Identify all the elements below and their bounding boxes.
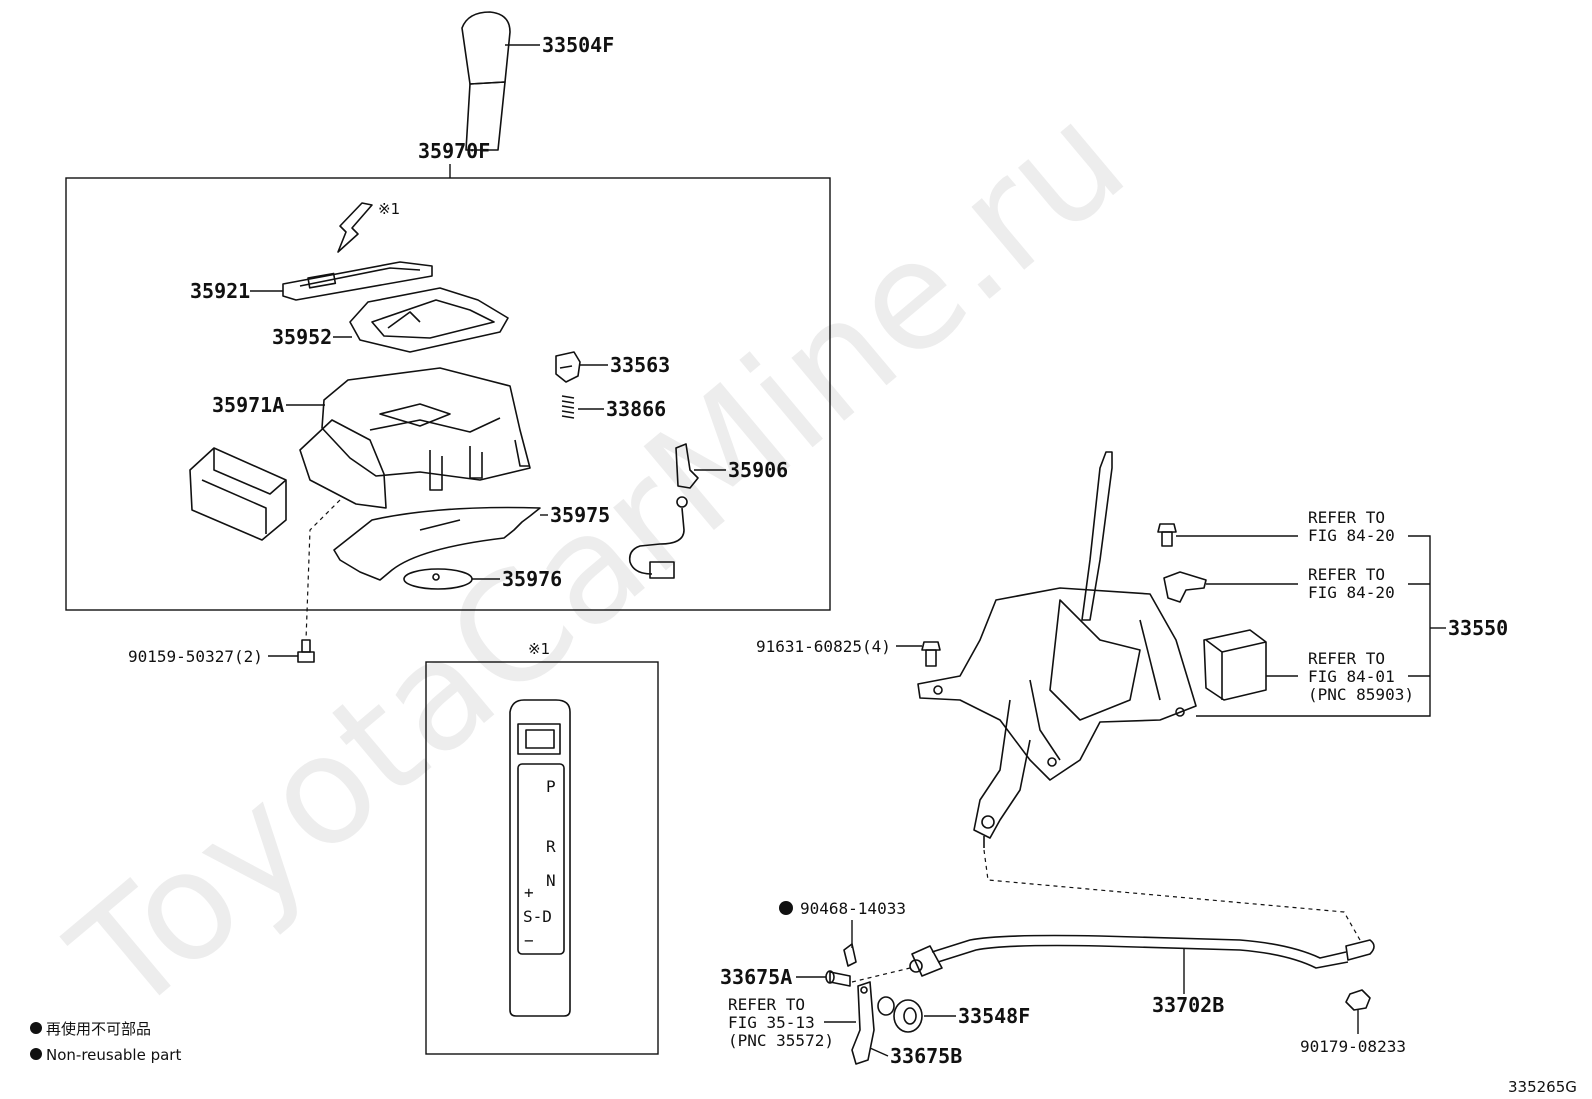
callout-35970F: 35970F xyxy=(418,139,490,163)
reference-3-line2: FIG 84-01 xyxy=(1308,667,1395,686)
diagram-code: 335265G xyxy=(1508,1078,1577,1096)
side-cover-drawing xyxy=(189,447,287,541)
callout-35971A: 35971A xyxy=(212,393,284,417)
control-module-drawing xyxy=(1203,629,1267,701)
watermark: ToyotaCarMine.ru xyxy=(41,72,1157,1048)
wire-harness-drawing xyxy=(628,496,688,579)
callout-33702B: 33702B xyxy=(1152,993,1224,1017)
legend-line-1: 再使用不可部品 xyxy=(46,1020,151,1038)
shift-lever-housing-drawing xyxy=(299,367,531,509)
callout-33550: 33550 xyxy=(1448,616,1508,640)
shift-knob-drawing xyxy=(461,11,511,151)
gear-plus: + xyxy=(524,883,534,902)
callout-90159-50327: 90159-50327(2) xyxy=(128,647,263,666)
bushing-drawing xyxy=(877,996,923,1033)
gear-p: P xyxy=(546,777,556,796)
gear-n: N xyxy=(546,871,556,890)
bolt-ref-1-drawing xyxy=(1157,523,1177,547)
callout-90179-08233: 90179-08233 xyxy=(1300,1037,1406,1056)
callout-35976: 35976 xyxy=(502,567,562,591)
gear-sd: S-D xyxy=(523,907,552,926)
non-reusable-dot-90468 xyxy=(779,901,793,915)
reference-4-line3: (PNC 35572) xyxy=(728,1031,834,1050)
callout-90468-14033: 90468-14033 xyxy=(800,899,906,918)
callout-33675A: 33675A xyxy=(720,965,792,989)
callout-33675B: 33675B xyxy=(890,1044,962,1068)
shift-lever-base-drawing xyxy=(917,451,1197,848)
callout-35906: 35906 xyxy=(728,458,788,482)
detail-inset-box xyxy=(425,661,659,1055)
inset-mark: ※1 xyxy=(528,640,550,658)
lever-drawing xyxy=(851,981,875,1065)
callout-35975: 35975 xyxy=(550,503,610,527)
bolt-91631-drawing xyxy=(921,641,941,667)
indicator-plate-detail xyxy=(509,699,571,1017)
gear-r: R xyxy=(546,837,556,856)
reference-4-line1: REFER TO xyxy=(728,995,805,1014)
shift-lever-assembly-box xyxy=(65,177,831,611)
callout-33866: 33866 xyxy=(606,397,666,421)
callout-33563: 33563 xyxy=(610,353,670,377)
callout-33504F: 33504F xyxy=(542,33,614,57)
bolt-drawing xyxy=(297,639,315,663)
reference-1-line1: REFER TO xyxy=(1308,508,1385,527)
clip-drawing xyxy=(843,943,857,967)
reference-4-line2: FIG 35-13 xyxy=(728,1013,815,1032)
reference-2-line1: REFER TO xyxy=(1308,565,1385,584)
callout-35921: 35921 xyxy=(190,279,250,303)
pin-33675A-drawing xyxy=(825,970,851,987)
slide-plate-drawing xyxy=(333,506,541,581)
bracket-drawing xyxy=(675,443,699,489)
reference-1-line2: FIG 84-20 xyxy=(1308,526,1395,545)
callout-91631-60825: 91631-60825(4) xyxy=(756,637,891,656)
spring-drawing xyxy=(561,395,575,419)
legend-dot-1 xyxy=(30,1022,42,1034)
callout-33548F: 33548F xyxy=(958,1004,1030,1028)
gear-minus: − xyxy=(524,931,534,950)
reference-3-line1: REFER TO xyxy=(1308,649,1385,668)
position-indicator-housing-drawing xyxy=(349,287,509,353)
lock-button-drawing xyxy=(555,351,581,383)
reference-2-line2: FIG 84-20 xyxy=(1308,583,1395,602)
nut-drawing xyxy=(1345,989,1371,1011)
bracket-ref-2-drawing xyxy=(1163,571,1207,603)
legend-line-2: Non-reusable part xyxy=(46,1046,181,1064)
reference-3-line3: (PNC 85903) xyxy=(1308,685,1414,704)
control-rod-drawing xyxy=(909,934,1375,977)
callout-35952: 35952 xyxy=(272,325,332,349)
detail-arrow-mark: ※1 xyxy=(378,200,400,218)
legend-dot-2 xyxy=(30,1048,42,1060)
indicator-plate-drawing xyxy=(282,261,433,301)
detail-arrow xyxy=(337,202,373,253)
